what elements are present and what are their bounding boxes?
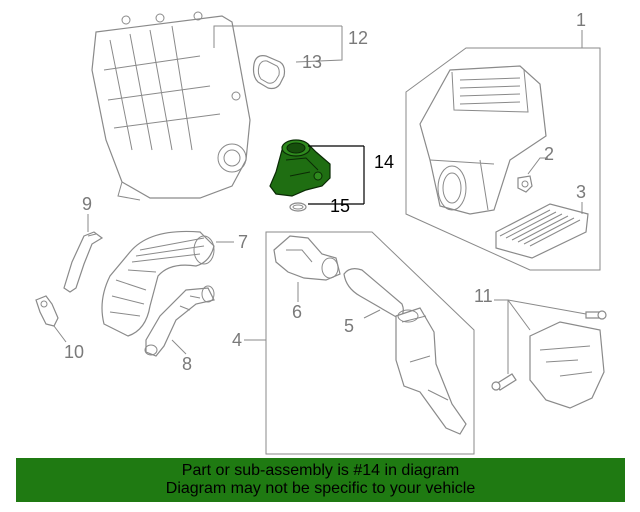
bolt (491, 373, 517, 391)
assembly-outline-4 (265, 231, 475, 455)
callout-6: 6 (292, 302, 302, 322)
callout-labels: 1 2 3 4 5 6 7 8 9 10 11 12 13 14 15 (64, 10, 586, 374)
connector (35, 295, 59, 327)
intake-manifold (91, 11, 251, 201)
o-ring (289, 202, 307, 212)
air-cleaner-housing (419, 65, 547, 215)
parts-diagram: 1 2 3 4 5 6 7 8 9 10 11 12 13 14 15 (35, 10, 607, 455)
callout-5: 5 (344, 316, 354, 336)
callout-13: 13 (302, 52, 322, 72)
leader-lines (53, 25, 587, 374)
breather-hose (144, 285, 215, 357)
callout-2: 2 (544, 144, 554, 164)
throttle-adapter (273, 235, 341, 281)
clip (517, 175, 533, 193)
intake-hose (101, 230, 215, 337)
callout-15: 15 (330, 196, 350, 216)
highlighted-part-14[interactable] (269, 139, 331, 197)
callout-8: 8 (182, 354, 192, 374)
callout-3: 3 (576, 182, 586, 202)
vacuum-hose (63, 231, 104, 293)
assembly-outline-1 (405, 47, 601, 271)
callout-10: 10 (64, 342, 84, 362)
callout-1: 1 (576, 10, 586, 30)
callout-12: 12 (348, 28, 368, 48)
intake-duct (343, 268, 467, 435)
bolt-screw (585, 310, 607, 320)
gasket (252, 55, 286, 90)
callout-4: 4 (232, 330, 242, 350)
callout-14: 14 (374, 152, 394, 172)
callout-7: 7 (238, 232, 248, 252)
banner-line-2: Diagram may not be specific to your vehi… (165, 480, 476, 497)
banner-line-1: Part or sub-assembly is #14 in diagram (181, 462, 460, 479)
callout-9: 9 (82, 194, 92, 214)
bracket (529, 321, 605, 409)
callout-11: 11 (474, 286, 493, 306)
air-filter-element (495, 203, 589, 259)
info-banner: Part or sub-assembly is #14 in diagram D… (16, 458, 625, 502)
